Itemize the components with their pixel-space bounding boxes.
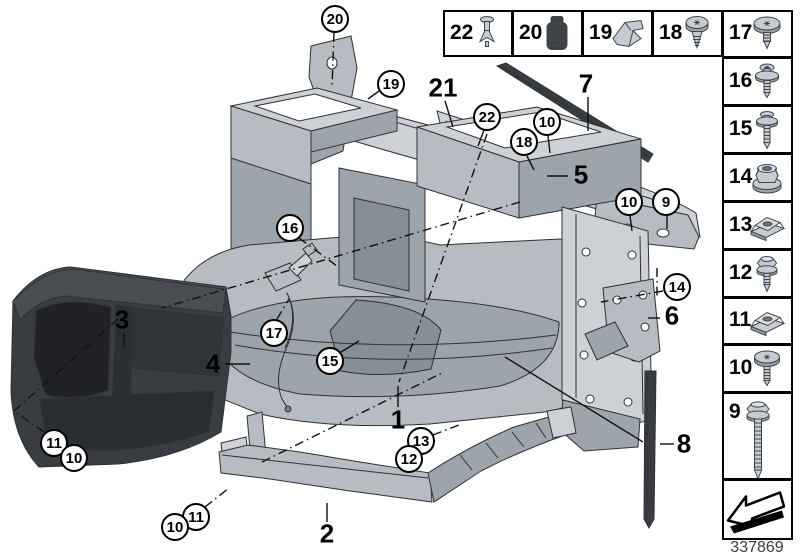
callout-balloon-19[interactable]: 19	[377, 70, 405, 98]
leader-line-16-10	[298, 237, 338, 267]
leader-line-21-2	[444, 100, 454, 128]
legend-num: 18	[659, 20, 683, 44]
legend-num: 15	[729, 116, 753, 140]
legend-num: 20	[519, 20, 543, 44]
legend-box-17[interactable]: 17	[722, 10, 793, 58]
legend-num: 11	[729, 308, 752, 332]
leader-line-13-19	[432, 424, 460, 436]
legend-box-12[interactable]: 12	[722, 249, 793, 298]
callout-bold-21[interactable]: 21	[428, 72, 458, 103]
legend-num: 22	[450, 20, 474, 44]
washer-screw-long-icon	[756, 110, 778, 150]
part-front-panel-1	[148, 87, 653, 452]
spring-clip-icon	[612, 19, 644, 47]
callout-balloon-16[interactable]: 16	[276, 214, 304, 242]
legend-num: 13	[729, 212, 753, 236]
construction-line-2	[261, 372, 443, 463]
legend-box-arrow[interactable]	[722, 479, 793, 540]
callout-balloon-14[interactable]: 14	[663, 273, 691, 301]
callout-balloon-15[interactable]: 15	[316, 347, 344, 375]
leader-line-17-11	[276, 298, 290, 320]
legend-num: 10	[729, 355, 753, 379]
direction-arrow-icon	[726, 490, 786, 533]
leader-line-22-3	[477, 129, 485, 147]
leader-line-10-8	[629, 215, 633, 232]
legend-num: 9	[729, 400, 741, 423]
expansion-rivet-icon	[478, 15, 496, 47]
callout-balloon-18[interactable]: 18	[510, 128, 538, 156]
legend-num: 19	[589, 20, 613, 44]
legend-box-14[interactable]: 14	[722, 153, 793, 202]
leader-line-19-1	[367, 90, 380, 100]
rubber-plug-icon	[546, 15, 568, 50]
leader-line-11-22	[204, 487, 230, 508]
washer-screw-icon	[755, 63, 779, 98]
callout-balloon-11[interactable]: 11	[182, 503, 210, 531]
legend-box-10[interactable]: 10	[722, 344, 793, 393]
legend-box-15[interactable]: 15	[722, 105, 793, 154]
callout-bold-7[interactable]: 7	[578, 68, 594, 99]
construction-line-3	[504, 356, 644, 443]
long-hex-bolt-icon	[746, 401, 770, 481]
flat-head-screw-icon	[753, 16, 781, 50]
callout-balloon-10[interactable]: 10	[615, 188, 643, 216]
callout-balloon-10[interactable]: 10	[60, 444, 88, 472]
callout-bold-2[interactable]: 2	[319, 518, 335, 549]
leader-line-20-0	[331, 32, 335, 89]
legend-num: 14	[729, 164, 753, 188]
legend-box-20[interactable]: 20	[512, 10, 583, 57]
construction-line-1	[398, 133, 488, 383]
callout-balloon-17[interactable]: 17	[260, 319, 288, 347]
hex-washer-screw-icon	[756, 255, 778, 293]
legend-box-9[interactable]: 9	[722, 392, 793, 481]
callout-bold-4[interactable]: 4	[205, 348, 221, 379]
pan-head-screw-icon	[685, 15, 709, 49]
callout-balloon-9[interactable]: 9	[652, 188, 680, 216]
callout-bold-5[interactable]: 5	[573, 159, 589, 190]
legend-num: 12	[729, 260, 753, 284]
callout-balloon-12[interactable]: 12	[395, 445, 423, 473]
leader-lines	[12, 32, 674, 522]
legend-box-19[interactable]: 19	[582, 10, 653, 57]
callout-bold-3[interactable]: 3	[114, 304, 130, 335]
flange-nut-icon	[752, 163, 782, 193]
cage-nut-icon	[749, 216, 786, 241]
callout-balloon-10[interactable]: 10	[533, 108, 561, 136]
callout-bold-8[interactable]: 8	[676, 428, 692, 459]
dome-head-screw-icon	[754, 350, 780, 386]
leader-line-18-4	[526, 155, 535, 171]
legend-num: 16	[729, 68, 753, 92]
legend-box-11[interactable]: 11	[722, 297, 793, 345]
callout-balloon-20[interactable]: 20	[321, 5, 349, 33]
legend-box-18[interactable]: 18	[652, 10, 723, 57]
leader-line-15-12	[340, 340, 360, 353]
construction-line-0	[161, 201, 521, 309]
callout-bold-1[interactable]: 1	[390, 404, 406, 435]
part-lower-rail-2	[218, 406, 577, 503]
legend-box-13[interactable]: 13	[722, 201, 793, 250]
leader-line-10-5	[547, 135, 551, 154]
callout-balloon-10[interactable]: 10	[161, 513, 189, 541]
part-cable-4	[264, 242, 318, 413]
legend-box-16[interactable]: 16	[722, 57, 793, 106]
legend-num: 17	[729, 21, 753, 45]
callout-balloon-22[interactable]: 22	[473, 103, 501, 131]
cage-nut-icon	[749, 311, 786, 337]
part-seal-strip-8	[643, 370, 657, 530]
callout-bold-6[interactable]: 6	[664, 300, 680, 331]
part-air-duct-3	[10, 266, 232, 468]
callout-balloon-13[interactable]: 13	[407, 427, 435, 455]
part-bracket-6	[584, 278, 661, 363]
part-number-label: 337869	[730, 539, 784, 556]
legend-box-22[interactable]: 22	[443, 10, 513, 57]
